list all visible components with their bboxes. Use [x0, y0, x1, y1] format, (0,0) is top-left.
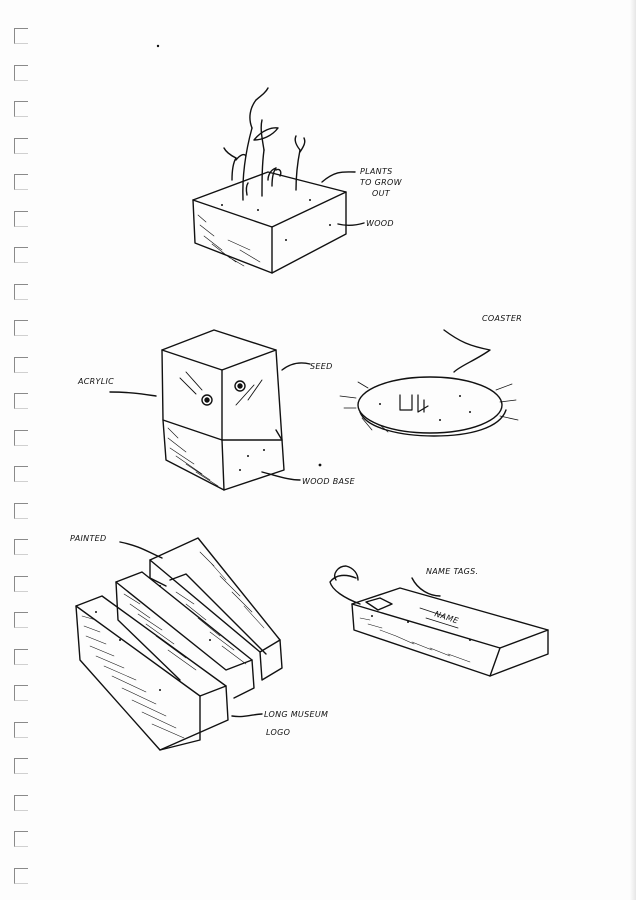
acrylic-cube-sketch: SEED ACRYLIC WOOD BASE — [77, 44, 356, 491]
binding-hole — [14, 721, 28, 738]
page-edge — [630, 0, 636, 900]
binding-hole — [14, 685, 28, 701]
binding-hole — [14, 356, 28, 373]
label-museum-logo-line2: LOGO — [266, 728, 290, 737]
binding-hole — [14, 28, 28, 44]
binding-hole — [14, 101, 28, 117]
binding-hole — [14, 758, 28, 774]
label-plants-line2: TO GROW — [360, 178, 403, 187]
label-name-tags: NAME TAGS. — [426, 567, 478, 576]
tag-name-text: NAME — [433, 609, 460, 625]
binding-hole — [14, 612, 28, 628]
label-wood-base: WOOD BASE — [302, 477, 356, 486]
label-coaster: COASTER — [482, 314, 522, 323]
label-wood: WOOD — [366, 219, 394, 228]
binding-hole — [14, 539, 28, 555]
binding-hole — [14, 393, 28, 409]
binding-hole — [14, 174, 28, 190]
binding-hole — [14, 247, 28, 263]
binding-hole — [14, 867, 28, 884]
binding-hole — [14, 831, 28, 847]
planter-block-sketch: PLANTS TO GROW OUT WOOD — [192, 87, 403, 274]
binding-hole — [14, 466, 28, 482]
museum-logo-sketch: PAINTED LONG MUSEUM LOGO — [70, 534, 328, 751]
label-seed: SEED — [310, 362, 333, 371]
binding-hole — [14, 137, 28, 154]
label-painted: PAINTED — [70, 534, 106, 543]
binding-hole — [14, 283, 28, 300]
label-acrylic: ACRYLIC — [77, 377, 114, 386]
name-tags-sketch: NAME TAGS. NAME — [329, 565, 549, 677]
binding-hole — [14, 64, 28, 81]
binding-hole — [14, 575, 28, 592]
label-museum-logo-line1: LONG MUSEUM — [264, 710, 328, 719]
binding-hole — [14, 429, 28, 446]
binding-hole — [14, 320, 28, 336]
label-plants-line1: PLANTS — [360, 167, 393, 176]
binding-hole — [14, 648, 28, 665]
label-plants-line3: OUT — [372, 189, 391, 198]
binding-hole — [14, 794, 28, 811]
binding-hole — [14, 502, 28, 519]
binding-hole — [14, 210, 28, 227]
coaster-sketch: COASTER LM — [339, 314, 522, 437]
